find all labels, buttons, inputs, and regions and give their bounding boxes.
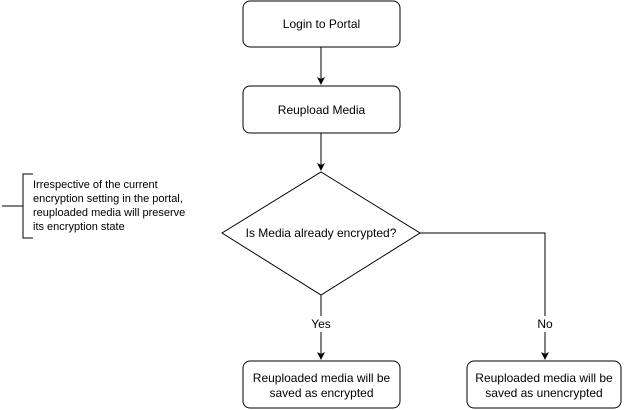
login-node: Login to Portal [242,0,401,48]
outcome-encrypted-node: Reuploaded media will be saved as encryp… [242,360,401,409]
outcome-encrypted-line-2: saved as encrypted [269,386,373,400]
outcome-unencrypted-line-2: saved as unencrypted [485,386,602,400]
annotation-line-2: encryption setting in the portal, [33,193,183,205]
outcome-unencrypted-node: Reuploaded media will be saved as unencr… [466,360,622,409]
annotation-line-1: Irrespective of the current [33,179,158,191]
login-node-label: Login to Portal [283,17,360,31]
edge-label-yes: Yes [311,317,331,331]
edge-no-branch [420,232,549,360]
annotation-note: Irrespective of the current encryption s… [2,173,185,239]
outcome-encrypted-line-1: Reuploaded media will be [253,371,391,385]
annotation-line-3: reuploaded media will preserve [33,207,185,219]
decision-node-label: Is Media already encrypted? [246,226,397,240]
reupload-node: Reupload Media [242,85,401,134]
edge-label-no: No [537,317,553,331]
annotation-line-4: its encryption state [33,221,125,233]
annotation-bracket [22,173,33,239]
decision-node: Is Media already encrypted? [221,171,421,296]
outcome-unencrypted-line-1: Reuploaded media will be [475,371,613,385]
reupload-node-label: Reupload Media [278,103,366,117]
